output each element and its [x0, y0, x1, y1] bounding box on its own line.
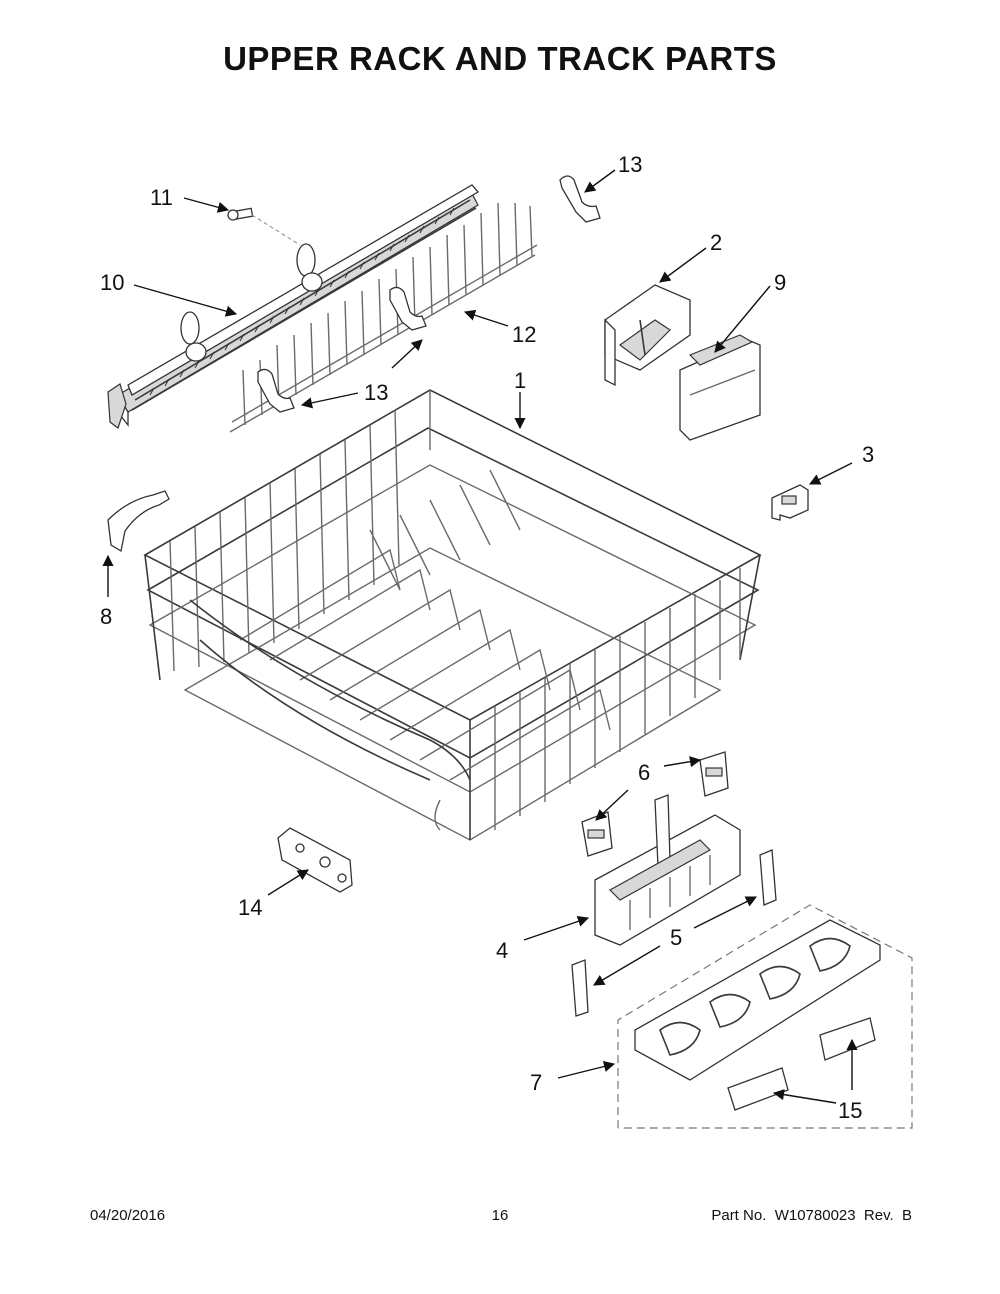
- callout-2: 2: [710, 230, 722, 255]
- callout-1: 1: [514, 368, 526, 393]
- track-rail-part: [107, 184, 479, 429]
- callout-14: 14: [238, 895, 262, 920]
- screw-part: [227, 207, 301, 246]
- divider-part: [594, 794, 741, 946]
- callout-11: 11: [150, 185, 173, 210]
- panel-part: [679, 334, 761, 441]
- clip-part-6-upper: [699, 751, 729, 797]
- clip-part-upper: [257, 175, 601, 413]
- callout-6: 6: [638, 760, 650, 785]
- upper-rack-part: [143, 389, 762, 841]
- hinge-clip-part-left: [727, 1067, 789, 1111]
- footer-date: 04/20/2016: [90, 1207, 166, 1224]
- callout-7: 7: [530, 1070, 542, 1095]
- leader-lines: [102, 169, 858, 1104]
- callout-3: 3: [862, 442, 874, 467]
- cup-shelf-part: [617, 904, 913, 1129]
- footer-part-number: Part No. W10780023 Rev. B: [711, 1207, 912, 1224]
- rack-bracket-part-left: [107, 490, 170, 553]
- housing-part: [604, 284, 691, 387]
- hinge-clip-part-right: [819, 1017, 876, 1061]
- post-part-left: [571, 959, 589, 1017]
- footer-page-number: 16: [491, 1207, 509, 1224]
- post-part-right: [759, 849, 777, 906]
- callout-8: 8: [100, 604, 112, 629]
- callout-4: 4: [496, 938, 508, 963]
- callout-12: 12: [512, 322, 536, 347]
- small-clip-part: [771, 484, 809, 521]
- callout-10: 10: [100, 270, 124, 295]
- callout-13-top: 13: [618, 152, 642, 177]
- callout-15: 15: [838, 1098, 862, 1123]
- callout-5: 5: [670, 925, 682, 950]
- latch-part: [277, 827, 353, 893]
- callout-13-mid: 13: [364, 380, 388, 405]
- callout-9: 9: [774, 270, 786, 295]
- page-title: UPPER RACK AND TRACK PARTS: [223, 40, 777, 77]
